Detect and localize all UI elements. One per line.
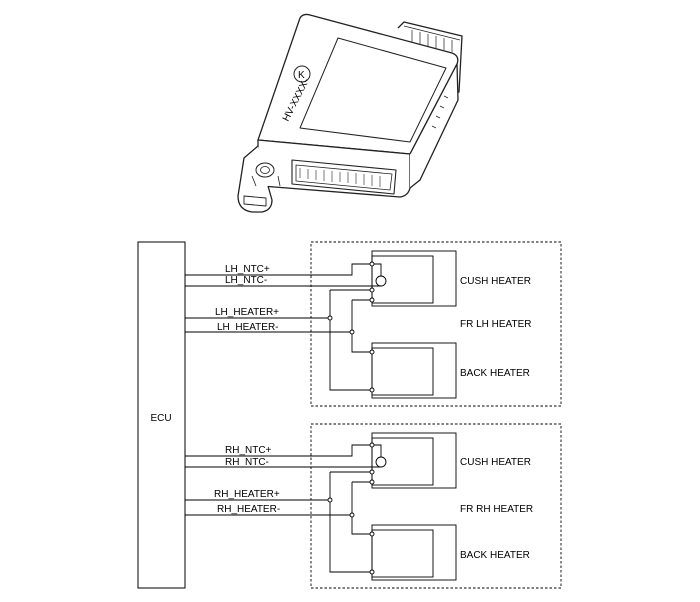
rh-back-heater-inner xyxy=(371,529,434,578)
ecu-label: ECU xyxy=(150,413,171,424)
rh-heater-minus-label: RH_HEATER- xyxy=(217,504,280,515)
lh-junction-nodes xyxy=(327,261,375,393)
fr-rh-heater-group: RH_NTC+ RH_NTC- RH_HEATER+ RH_HEATER- CU… xyxy=(185,423,562,589)
rh-back-heater-label: BACK HEATER xyxy=(460,550,530,561)
rh-junction-nodes xyxy=(327,442,375,575)
fr-rh-heater-label: FR RH HEATER xyxy=(460,504,533,515)
lh-heater-plus-label: LH_HEATER+ xyxy=(215,307,279,318)
rh-ntc-plus-label: RH_NTC+ xyxy=(225,445,272,456)
fr-lh-heater-group: LH_NTC+ LH_NTC- LH_HEATER+ LH_HEATER- CU… xyxy=(185,241,562,407)
lh-back-heater-inner xyxy=(371,347,434,396)
lh-cushion-heater-label: CUSH HEATER xyxy=(460,276,531,287)
lh-wires xyxy=(185,263,382,391)
ecu-box xyxy=(137,241,186,589)
fr-lh-heater-label: FR LH HEATER xyxy=(460,319,532,330)
rh-ntc-minus-label: RH_NTC- xyxy=(225,457,269,468)
rh-cushion-heater-inner xyxy=(371,437,434,486)
lh-ntc-thermistor xyxy=(375,275,387,287)
rh-heater-plus-label: RH_HEATER+ xyxy=(214,489,280,500)
rh-ntc-thermistor xyxy=(375,456,387,468)
rh-back-heater-outer xyxy=(371,524,457,581)
lh-heater-minus-label: LH_HEATER- xyxy=(217,322,279,333)
lh-ntc-minus-label: LH_NTC- xyxy=(225,275,267,286)
lh-ntc-plus-label: LH_NTC+ xyxy=(225,264,270,275)
module-logo-text: K xyxy=(298,70,305,81)
lh-cushion-heater-inner xyxy=(371,255,434,304)
rh-wires xyxy=(185,444,382,573)
heater-control-module-illustration xyxy=(237,13,463,213)
rh-cushion-heater-label: CUSH HEATER xyxy=(460,457,531,468)
lh-back-heater-label: BACK HEATER xyxy=(460,368,530,379)
lh-back-heater-outer xyxy=(371,342,457,399)
